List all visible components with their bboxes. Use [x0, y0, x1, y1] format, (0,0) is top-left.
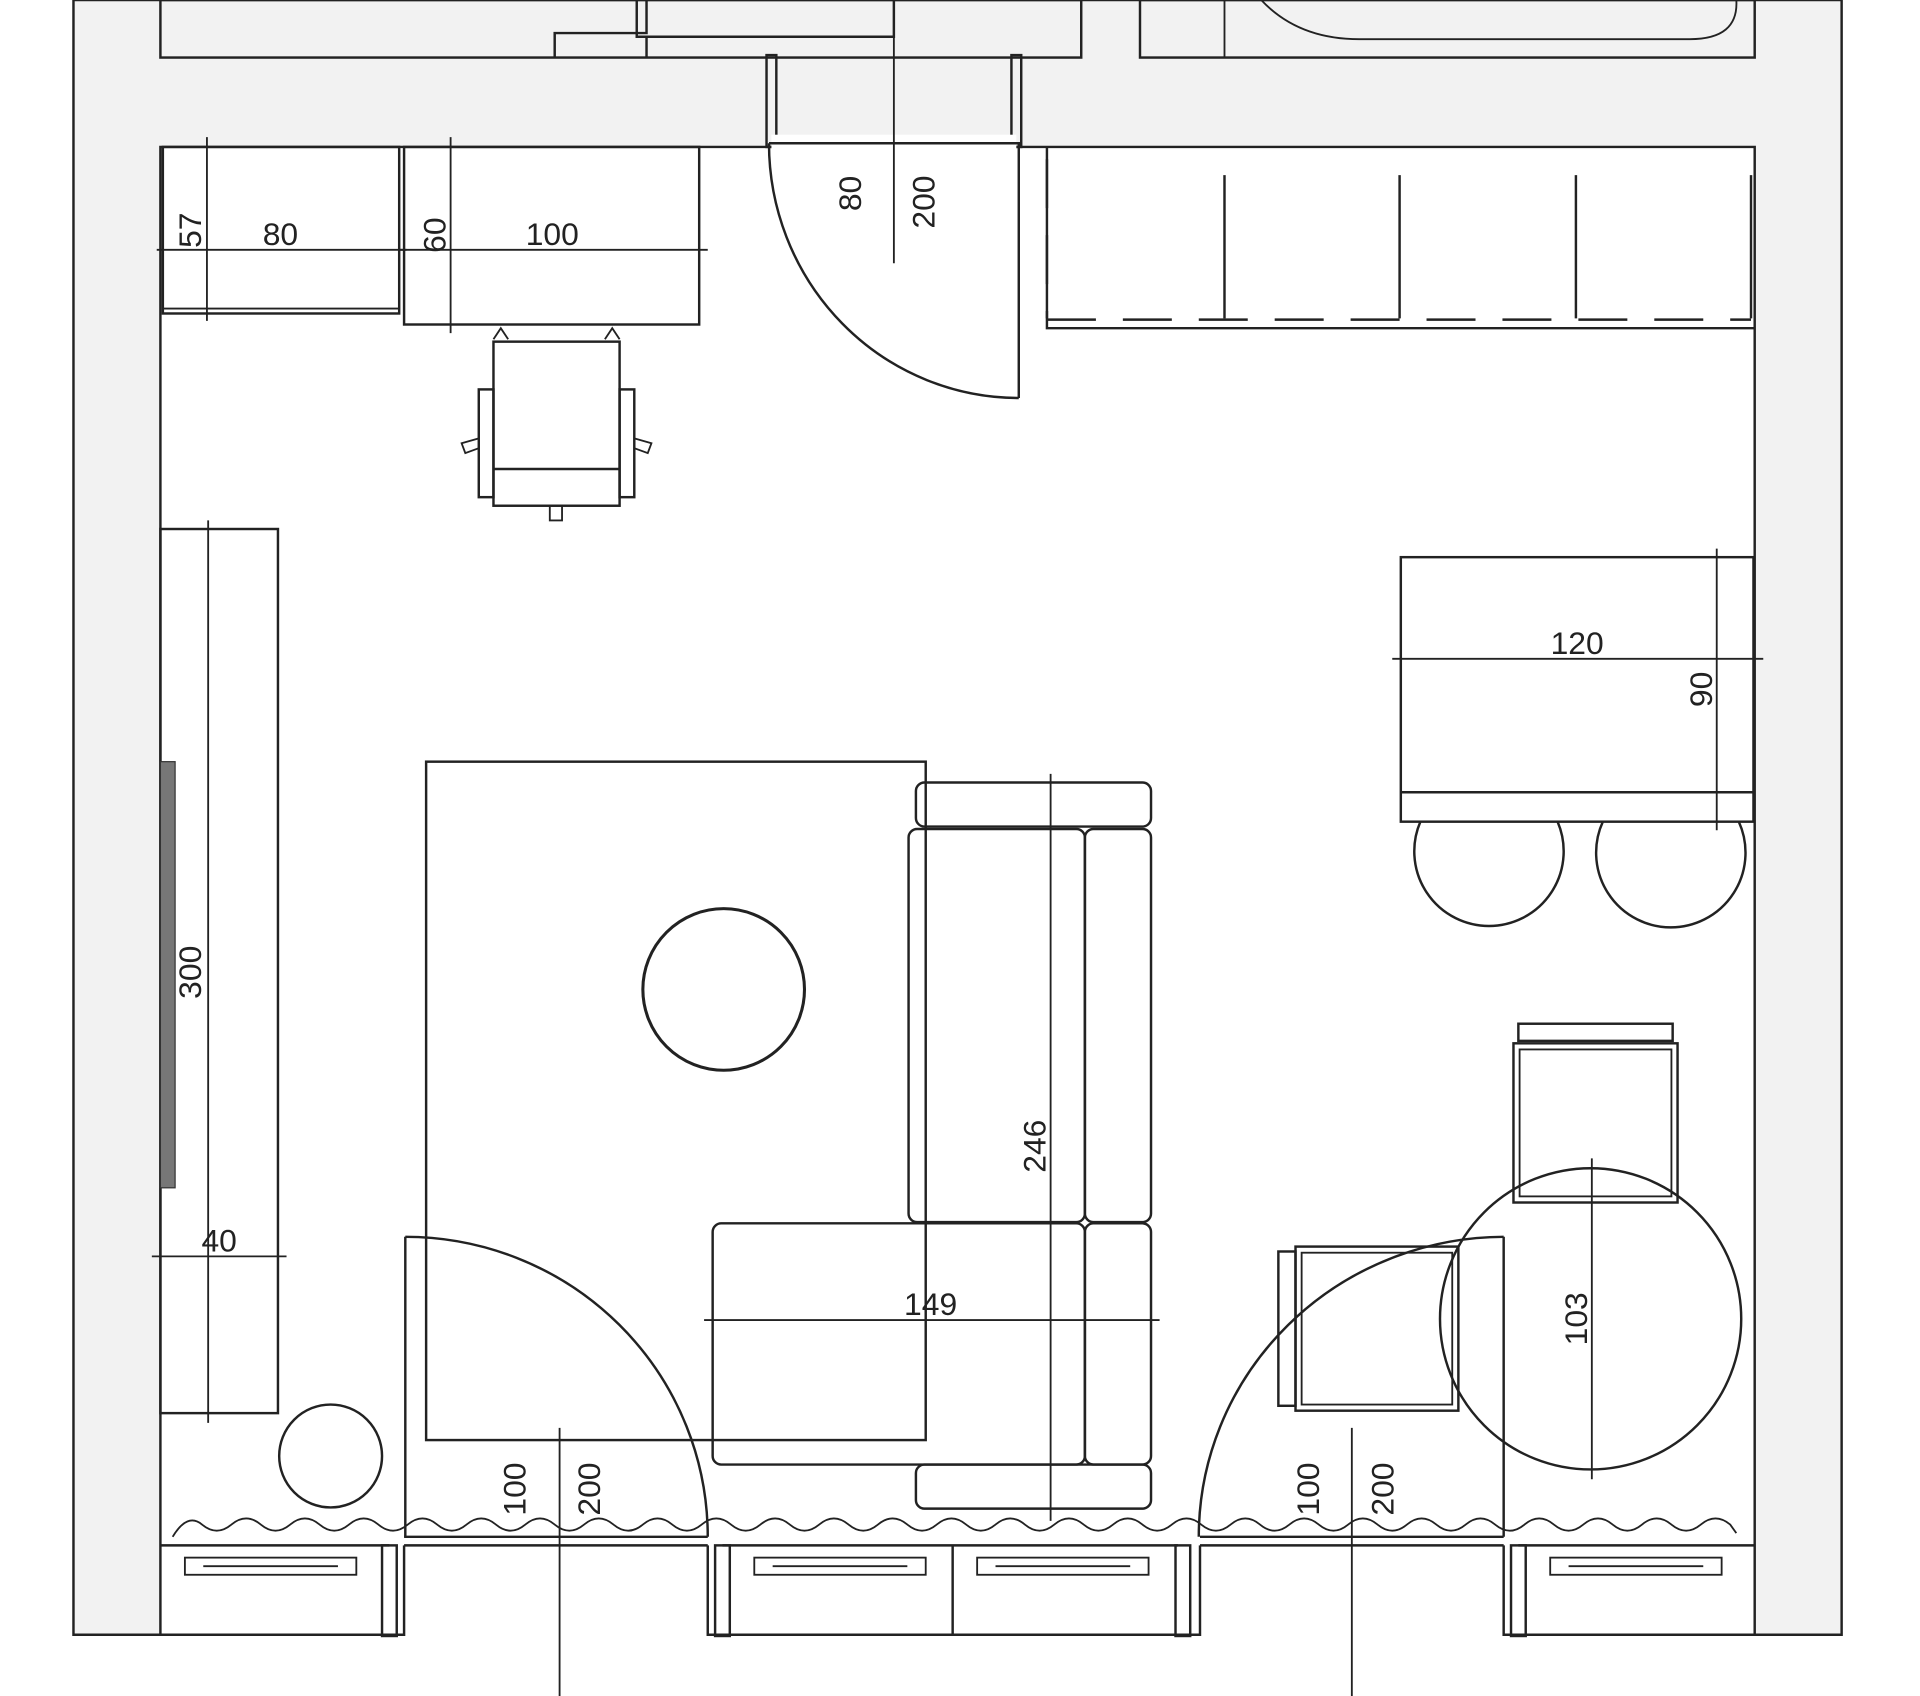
wardrobe-dividers — [1223, 175, 1753, 319]
entry-door: 80 200 — [767, 0, 1020, 400]
sofa-seat-upper — [907, 827, 1087, 1224]
desk-outline — [402, 145, 701, 326]
chair-arm-left — [477, 388, 495, 499]
shelf-depth-label: 57 — [172, 213, 208, 248]
upper-room-right — [1138, 0, 1756, 59]
window-mullion-3 — [1174, 1544, 1192, 1638]
tv-unit-length-label: 300 — [172, 946, 208, 999]
stool-right — [1594, 821, 1747, 929]
balcony-door-left: 100 200 — [404, 1235, 709, 1696]
balcony-left-height-label: 200 — [571, 1462, 607, 1515]
balcony-door-left-arc — [405, 1235, 709, 1537]
window-mullion-4 — [1509, 1544, 1527, 1638]
sofa-chaise-width-label: 149 — [904, 1286, 957, 1322]
armchair-left-inner — [1300, 1251, 1454, 1406]
chair-stem — [548, 504, 563, 522]
balcony-right-sides — [1198, 1545, 1505, 1636]
dining-table-width-label: 120 — [1551, 625, 1604, 661]
sofa-seat-chaise — [711, 1222, 1087, 1466]
window-mullion-1 — [380, 1544, 398, 1638]
chair-arm-right — [618, 388, 636, 499]
door-top-height-label: 200 — [905, 175, 941, 228]
side-table — [277, 1403, 384, 1509]
balcony-right-height-label: 200 — [1364, 1462, 1400, 1515]
coffee-table — [641, 907, 807, 1072]
living-area — [424, 760, 927, 1442]
window-frame-1 — [183, 1556, 358, 1576]
chair-seat — [492, 340, 621, 507]
sofa-arm-top — [914, 781, 1153, 828]
chair-casters — [460, 326, 653, 455]
curtain — [171, 1517, 1738, 1538]
shelf: 80 57 — [156, 137, 407, 321]
shelf-outline — [161, 145, 401, 315]
armchair-top-back — [1517, 1022, 1674, 1043]
balcony-door-right-arc — [1197, 1235, 1504, 1537]
sofa-back-lower — [1083, 1222, 1153, 1466]
stool-left — [1413, 821, 1565, 928]
round-table — [1438, 1166, 1743, 1471]
entry-door-leaf — [768, 142, 1020, 398]
desk-chair — [460, 326, 653, 522]
rug — [424, 760, 927, 1442]
door-top-width-label: 80 — [832, 176, 868, 211]
armchair-left-back — [1277, 1250, 1297, 1408]
corner-sofa: 246 149 — [704, 773, 1160, 1521]
desk-depth-label: 60 — [417, 217, 453, 252]
entry-door-swing-arc — [767, 143, 1019, 400]
sofa-length-label: 246 — [1017, 1120, 1053, 1173]
tv-unit: 300 40 — [151, 520, 287, 1423]
desk: 100 60 — [399, 137, 708, 334]
balcony-left-width-label: 100 — [496, 1462, 532, 1515]
balcony-door-right: 100 200 — [1197, 1235, 1505, 1696]
upper-room-left — [159, 0, 1083, 59]
window-band — [160, 1535, 1755, 1638]
dining-table — [1399, 555, 1755, 823]
window-frame-4 — [1549, 1556, 1723, 1576]
balcony-left-sides — [402, 1545, 709, 1636]
wardrobe — [1045, 146, 1755, 330]
desk-width-label: 100 — [526, 216, 579, 252]
shelf-width-label: 80 — [263, 216, 298, 252]
sofa-back-upper — [1083, 827, 1153, 1224]
armchair-top — [1512, 1042, 1679, 1204]
armchair-top-inner — [1518, 1048, 1673, 1198]
window-frame-3 — [976, 1556, 1150, 1576]
sofa-arm-bottom — [914, 1463, 1153, 1510]
upper-bathtub — [1223, 0, 1738, 58]
dining-table-depth-label: 90 — [1683, 672, 1719, 707]
lounge-corner: 103 — [1277, 1022, 1743, 1480]
tv-panel — [159, 761, 176, 1189]
window-mullion-2 — [713, 1544, 732, 1638]
dining-set: 120 90 — [1392, 548, 1764, 929]
round-table-diameter-label: 103 — [1558, 1292, 1594, 1345]
balcony-right-width-label: 100 — [1290, 1462, 1326, 1515]
balcony-left-gap — [404, 1545, 708, 1636]
tv-unit-depth-label: 40 — [201, 1222, 236, 1258]
window-frame-2 — [753, 1556, 927, 1576]
armchair-left — [1294, 1245, 1460, 1412]
